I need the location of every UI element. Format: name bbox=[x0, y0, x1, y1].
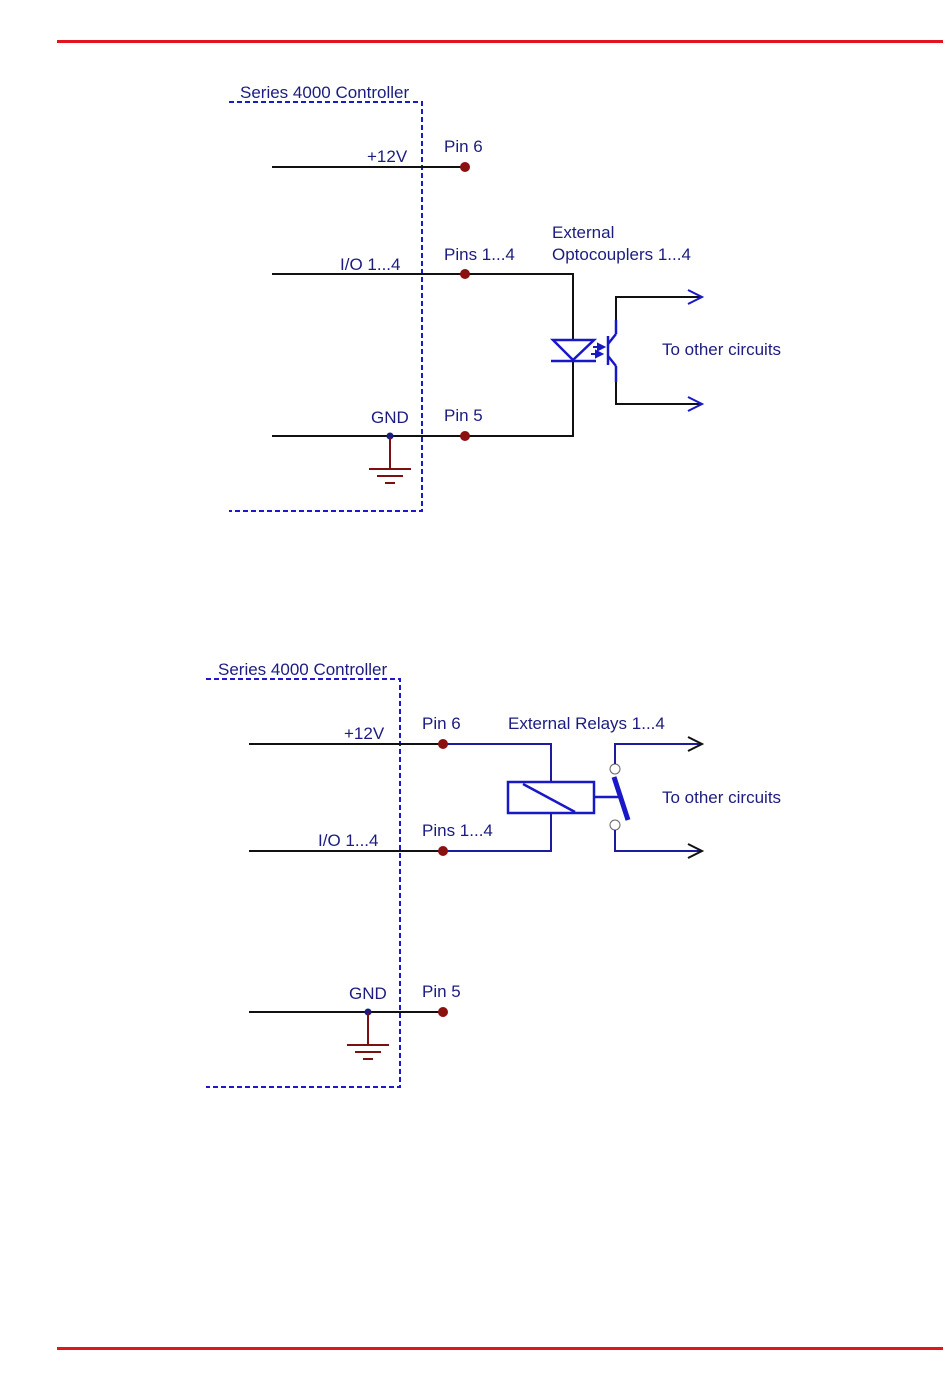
controller-label: Series 4000 Controller bbox=[240, 83, 409, 102]
label-12v: +12V bbox=[367, 147, 408, 166]
label-pin6: Pin 6 bbox=[422, 714, 461, 733]
relay-diagram: Series 4000 Controller +12V Pin 6 I/O 1.… bbox=[206, 660, 781, 1087]
output-wire-bottom bbox=[616, 382, 700, 404]
pins1-4-dot bbox=[438, 846, 448, 856]
pins1-4-dot bbox=[460, 269, 470, 279]
label-pins1-4: Pins 1...4 bbox=[422, 821, 493, 840]
wire-io-external bbox=[465, 274, 573, 340]
label-pin6: Pin 6 bbox=[444, 137, 483, 156]
optocoupler-diagram: Series 4000 Controller +12V Pin 6 I/O 1.… bbox=[229, 83, 781, 511]
label-gnd: GND bbox=[349, 984, 387, 1003]
label-pin5: Pin 5 bbox=[444, 406, 483, 425]
phototransistor-icon bbox=[608, 320, 616, 382]
output-label: To other circuits bbox=[662, 788, 781, 807]
label-pin5: Pin 5 bbox=[422, 982, 461, 1001]
component-label: External Relays 1...4 bbox=[508, 714, 665, 733]
ground-icon bbox=[369, 437, 411, 483]
component-label-line2: Optocouplers 1...4 bbox=[552, 245, 691, 264]
output-wire-top bbox=[615, 744, 700, 764]
label-io: I/O 1...4 bbox=[318, 831, 378, 850]
ground-icon bbox=[347, 1013, 389, 1059]
controller-label: Series 4000 Controller bbox=[218, 660, 387, 679]
led-diode-icon bbox=[551, 340, 596, 361]
pin6-dot bbox=[438, 739, 448, 749]
pin5-dot bbox=[438, 1007, 448, 1017]
wire-12v-external bbox=[443, 744, 551, 782]
label-12v: +12V bbox=[344, 724, 385, 743]
pin6-dot bbox=[460, 162, 470, 172]
relay-coil-icon bbox=[508, 782, 619, 813]
output-wire-top bbox=[616, 297, 700, 320]
output-wire-bottom bbox=[615, 830, 700, 851]
component-label-line1: External bbox=[552, 223, 614, 242]
label-pins1-4: Pins 1...4 bbox=[444, 245, 515, 264]
output-label: To other circuits bbox=[662, 340, 781, 359]
label-io: I/O 1...4 bbox=[340, 255, 400, 274]
pin5-dot bbox=[460, 431, 470, 441]
label-gnd: GND bbox=[371, 408, 409, 427]
light-emission-arrows-icon bbox=[591, 344, 604, 357]
